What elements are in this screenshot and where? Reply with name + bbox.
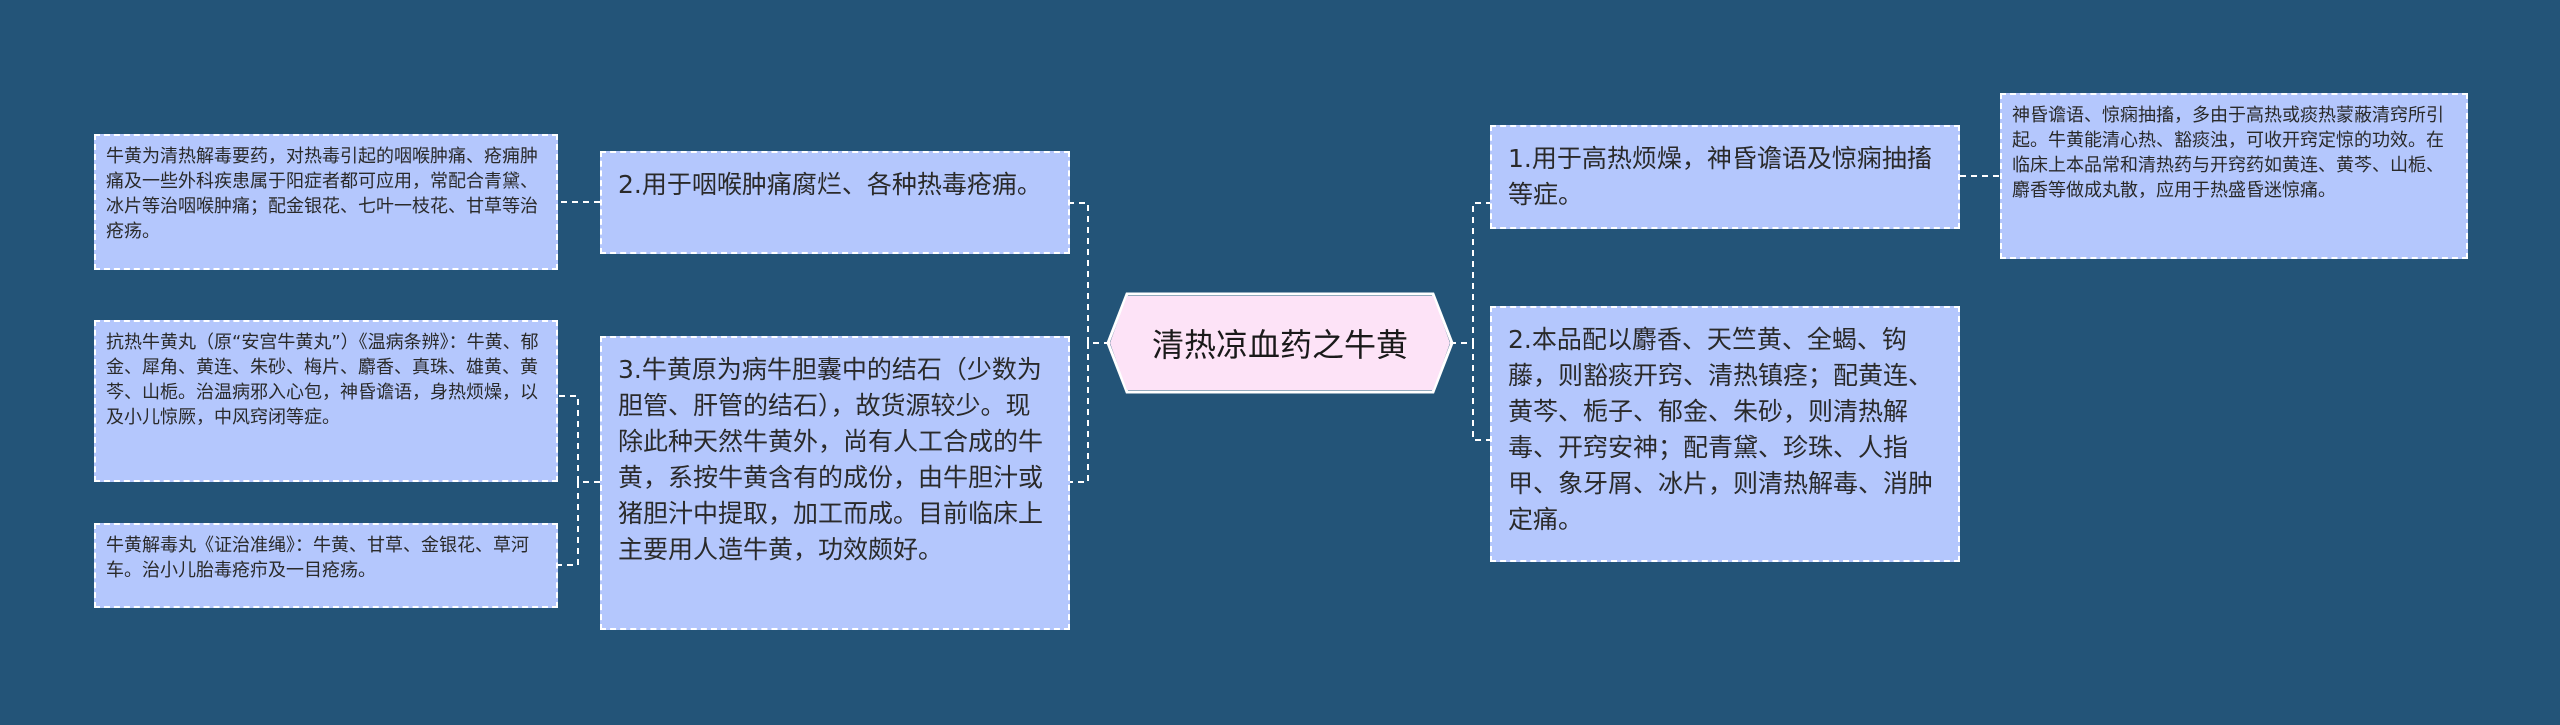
center-topic-title: 清热凉血药之牛黄 <box>1151 326 1408 364</box>
connector-center-left <box>1070 202 1110 483</box>
right-topic-2-text: 2.本品配以麝香、天竺黄、全蝎、钩藤，则豁痰开窍、清热镇痉；配黄连、黄芩、栀子、… <box>1508 325 1934 534</box>
left-topic-2-detail-1-text: 抗热牛黄丸（原“安宫牛黄丸”）《温病条辨》：牛黄、郁金、犀角、黄连、朱砂、梅片、… <box>106 332 539 428</box>
right-topic-1-detail[interactable]: 神昏谵语、惊痫抽搐，多由于高热或痰热蒙蔽清窍所引起。牛黄能清心热、豁痰浊，可收开… <box>2000 93 2468 259</box>
right-topic-2[interactable]: 2.本品配以麝香、天竺黄、全蝎、钩藤，则豁痰开窍、清热镇痉；配黄连、黄芩、栀子、… <box>1490 306 1960 562</box>
right-topic-1-text: 1.用于高热烦燥，神昏谵语及惊痫抽搐等症。 <box>1508 144 1932 209</box>
connector-center-right <box>1450 202 1490 441</box>
left-topic-2[interactable]: 3.牛黄原为病牛胆囊中的结石（少数为胆管、肝管的结石），故货源较少。现除此种天然… <box>600 336 1070 630</box>
left-topic-1-detail[interactable]: 牛黄为清热解毒要药，对热毒引起的咽喉肿痛、疮痈肿痛及一些外科疾患属于阳症者都可应… <box>94 134 558 270</box>
center-node-outline <box>1106 292 1454 394</box>
right-topic-1-detail-text: 神昏谵语、惊痫抽搐，多由于高热或痰热蒙蔽清窍所引起。牛黄能清心热、豁痰浊，可收开… <box>2012 105 2444 201</box>
left-topic-2-detail-2[interactable]: 牛黄解毒丸《证治准绳》：牛黄、甘草、金银花、草河车。治小儿胎毒疮疖及一目疮疡。 <box>94 523 558 608</box>
left-topic-1-text: 2.用于咽喉肿痛腐烂、各种热毒疮痈。 <box>618 170 1042 199</box>
center-topic[interactable]: 清热凉血药之牛黄 <box>1110 296 1450 390</box>
left-topic-1-detail-text: 牛黄为清热解毒要药，对热毒引起的咽喉肿痛、疮痈肿痛及一些外科疾患属于阳症者都可应… <box>106 146 538 242</box>
connector-left2-details <box>558 395 600 566</box>
left-topic-2-text: 3.牛黄原为病牛胆囊中的结石（少数为胆管、肝管的结石），故货源较少。现除此种天然… <box>618 355 1044 564</box>
right-topic-1[interactable]: 1.用于高热烦燥，神昏谵语及惊痫抽搐等症。 <box>1490 125 1960 229</box>
left-topic-2-detail-2-text: 牛黄解毒丸《证治准绳》：牛黄、甘草、金银花、草河车。治小儿胎毒疮疖及一目疮疡。 <box>106 535 529 581</box>
left-topic-2-detail-1[interactable]: 抗热牛黄丸（原“安宫牛黄丸”）《温病条辨》：牛黄、郁金、犀角、黄连、朱砂、梅片、… <box>94 320 558 482</box>
left-topic-1[interactable]: 2.用于咽喉肿痛腐烂、各种热毒疮痈。 <box>600 151 1070 254</box>
